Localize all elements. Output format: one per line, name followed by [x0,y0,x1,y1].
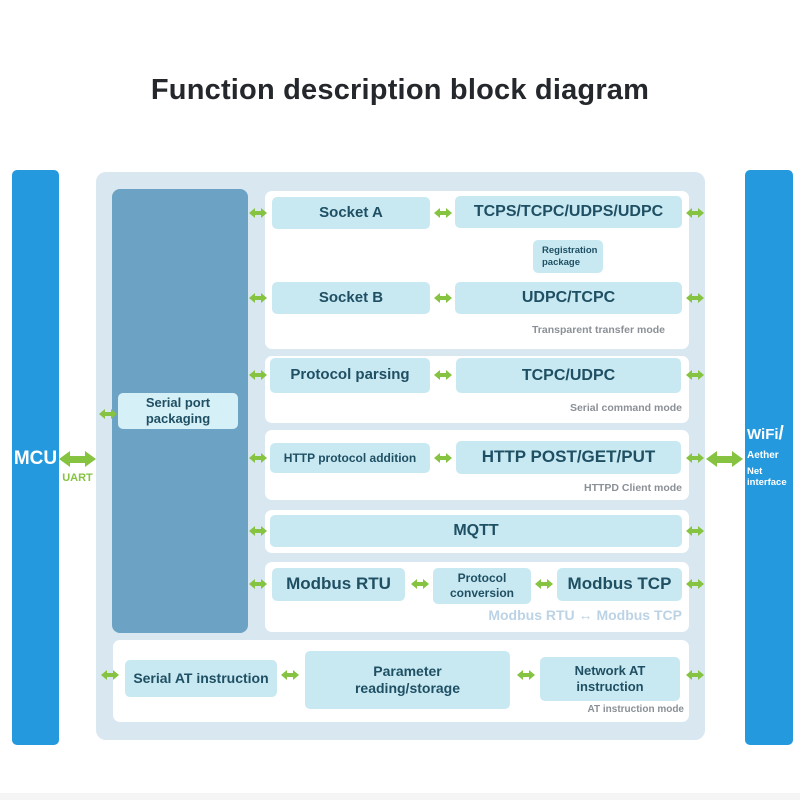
double-arrow-icon [249,293,267,303]
box-mqtt: MQTT [270,515,682,547]
box-parameter-reading-storage: Parameter reading/storage [305,651,510,709]
box-protocol-conversion: Protocol conversion [433,568,531,604]
double-arrow-icon [686,579,704,589]
double-arrow-icon [434,293,452,303]
box-protocol-parsing: Protocol parsing [270,358,430,393]
mcu-label: MCU [13,448,58,469]
double-arrow-icon [411,579,429,589]
box-socket-b: Socket B [272,282,430,314]
wifi-label-line2: Aether [747,449,779,461]
double-arrow-icon [517,670,535,680]
double-arrow-icon [249,453,267,463]
box-socket-a-modes: TCPS/TCPC/UDPS/UDPC [455,196,682,228]
caption-httpd-client-mode: HTTPD Client mode [583,482,682,494]
wifi-slash: / [778,423,784,444]
wifi-bar [745,170,793,745]
caption-modbus-rtu-tcp: Modbus RTU ↔ Modbus TCP [488,607,682,623]
box-socket-b-modes: UDPC/TCPC [455,282,682,314]
box-serial-at-instruction: Serial AT instruction [125,660,277,697]
mcu-bar [12,170,59,745]
box-modbus-tcp: Modbus TCP [557,568,682,601]
wifi-label: WiFi/ Aether Net interface [747,423,793,489]
box-registration-package: Registration package [533,240,603,273]
double-arrow-icon [535,579,553,589]
box-tcpc-udpc: TCPC/UDPC [456,358,681,393]
double-arrow-icon [101,670,119,680]
double-arrow-icon [281,670,299,680]
caption-serial-command-mode: Serial command mode [569,402,682,414]
double-arrow-icon [434,453,452,463]
caption-at-instruction-mode: AT instruction mode [587,704,684,715]
box-http-protocol-addition: HTTP protocol addition [270,443,430,473]
box-modbus-rtu: Modbus RTU [272,568,405,601]
box-socket-a: Socket A [272,197,430,229]
caption-transparent-transfer-mode: Transparent transfer mode [531,324,665,336]
double-arrow-icon [686,453,704,463]
uart-double-arrow-icon [59,451,96,468]
double-arrow-icon [686,370,704,380]
serial-packaging-arrow-icon [99,409,117,419]
double-arrow-icon [249,579,267,589]
serial-port-packaging-label: Serial port packaging [118,393,238,429]
uart-label: UART [62,472,93,484]
box-http-post-get-put: HTTP POST/GET/PUT [456,441,681,474]
double-arrow-icon [249,526,267,536]
page-title: Function description block diagram [150,74,650,106]
bottom-strip [0,793,800,800]
double-arrow-icon [249,208,267,218]
box-network-at-instruction: Network AT instruction [540,657,680,701]
double-arrow-icon [686,670,704,680]
wifi-label-line1: WiFi/ [747,423,784,444]
double-arrow-icon [686,526,704,536]
double-arrow-icon [249,370,267,380]
double-arrow-icon [686,208,704,218]
double-arrow-icon [434,208,452,218]
wifi-label-line3: Net interface [747,465,787,488]
double-arrow-icon [686,293,704,303]
wifi-double-arrow-icon [706,451,743,468]
double-arrow-icon [434,370,452,380]
